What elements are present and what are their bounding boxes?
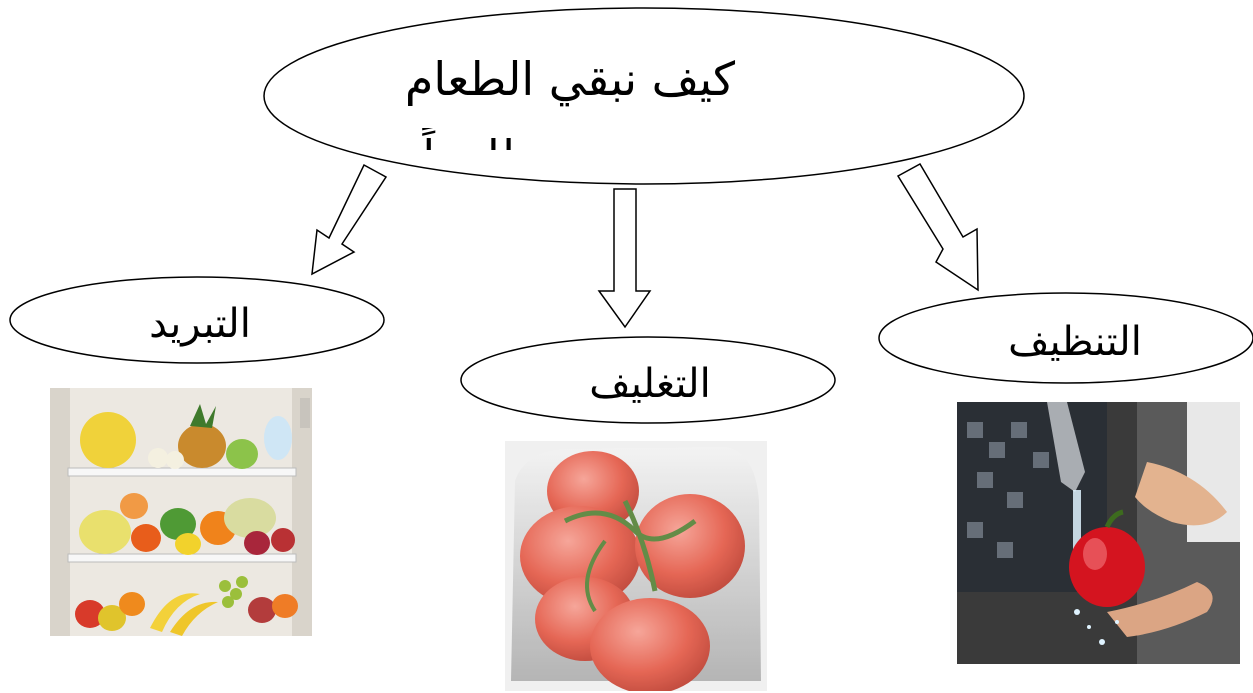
title-ellipse — [263, 7, 1025, 185]
method-ellipse-wrapping — [460, 336, 836, 424]
method-label-cooling: التبريد — [149, 301, 251, 347]
tomatoes-illustration — [505, 441, 767, 691]
arrow-to-wrapping — [597, 188, 652, 329]
washing-photo — [957, 402, 1240, 664]
fridge-photo — [50, 388, 312, 636]
fridge-illustration — [50, 388, 312, 636]
method-label-cleaning: التنظيف — [1008, 319, 1142, 365]
arrow-to-cleaning — [896, 162, 979, 292]
tomatoes-photo — [505, 441, 767, 691]
title-line-2: طازجاً — [380, 128, 580, 150]
method-ellipse-cleaning — [878, 292, 1253, 384]
title-line-2-clip: طازجاً — [380, 128, 580, 150]
title-line-1: كيف نبقي الطعام — [404, 52, 736, 106]
washing-illustration — [957, 402, 1240, 664]
method-label-wrapping: التغليف — [589, 361, 711, 407]
method-ellipse-cooling — [9, 276, 385, 364]
arrow-to-cooling — [311, 163, 388, 276]
